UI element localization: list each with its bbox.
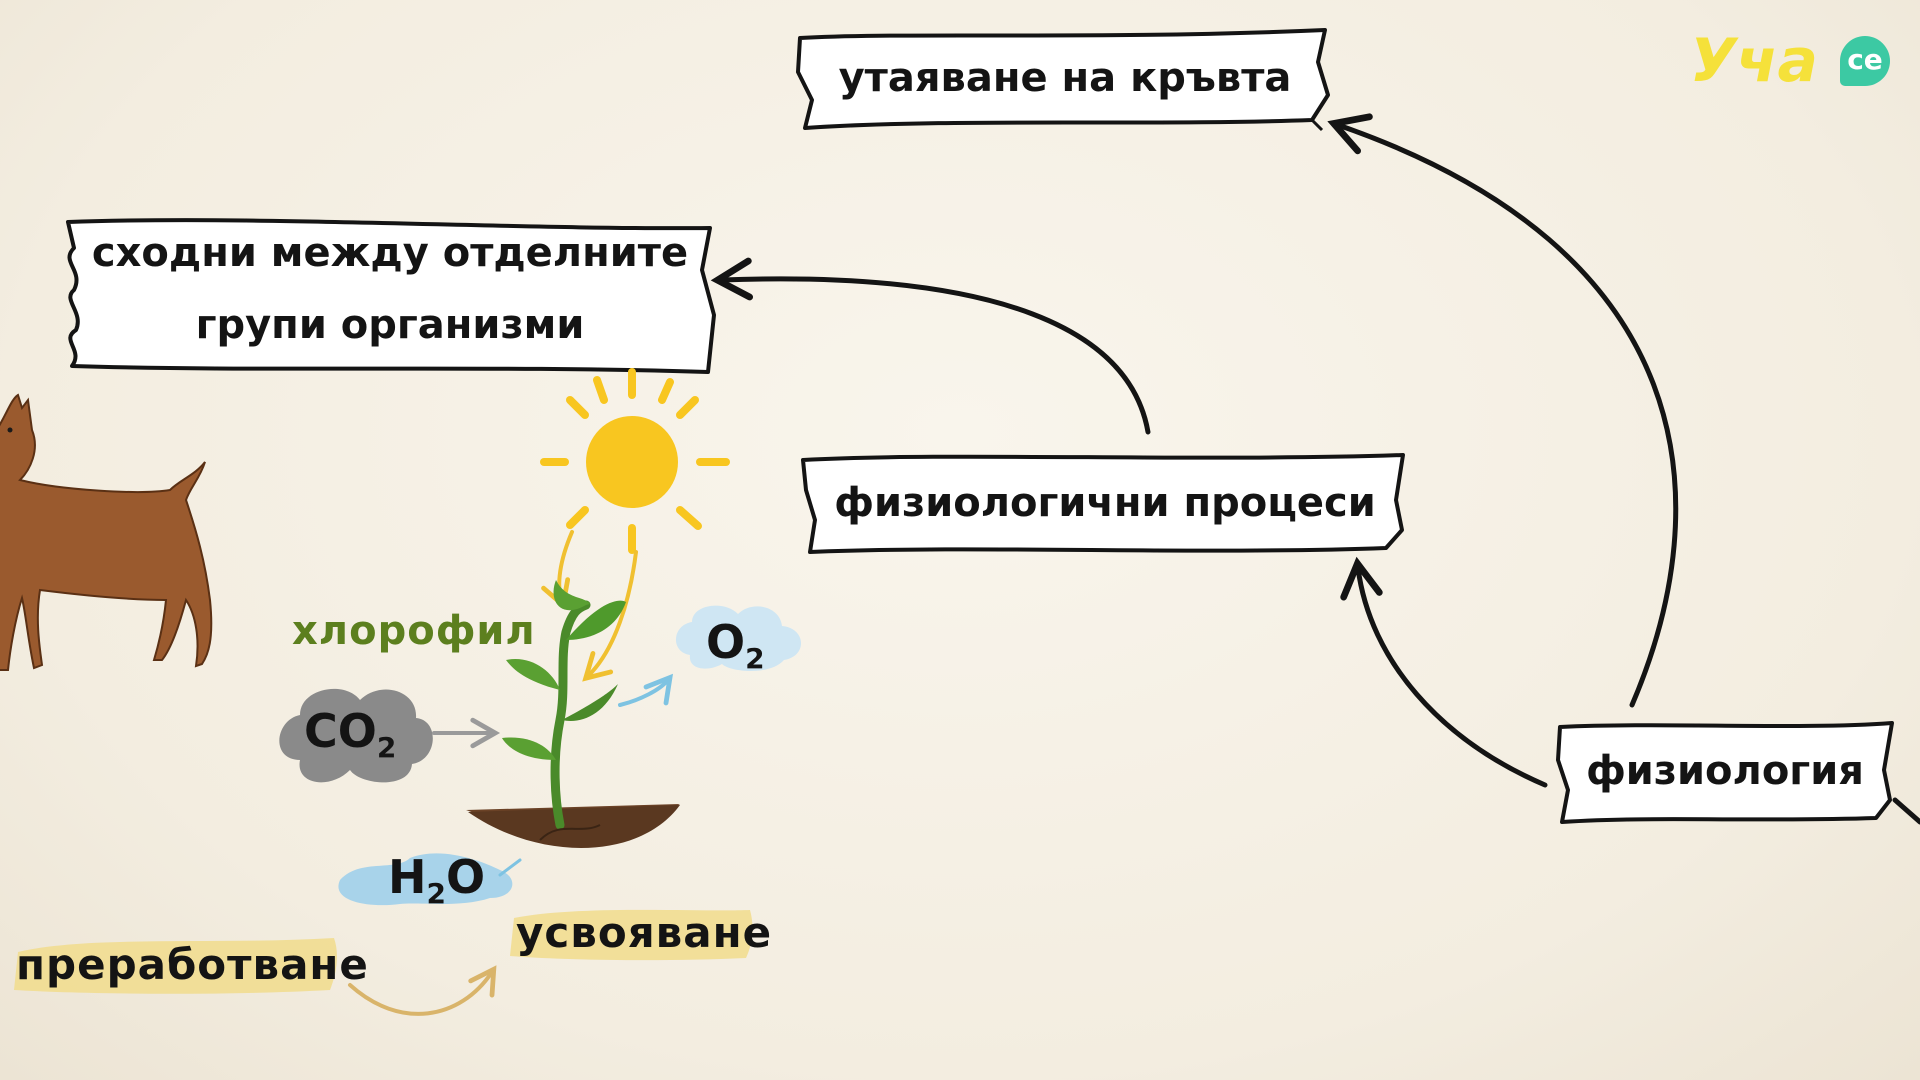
box-blood-text: утаяване на кръвта [838,55,1292,101]
sun-icon [540,368,730,554]
arrow-processes-to-similar [710,257,1151,435]
plant-icon [466,580,680,848]
o2-cloud-icon [675,605,802,671]
box-processes-text: физиологични процеси [834,480,1376,526]
dog-icon [0,393,213,671]
h2o-puddle-icon [338,853,513,906]
chlorophyll-label: хлорофил [292,608,536,654]
co2-label: CO2 [304,704,397,765]
h2o-arrow [498,858,522,877]
processing-arrow [348,965,497,1016]
logo-badge: се [1840,36,1890,86]
logo-text: Уча [1690,26,1818,96]
box-similar [66,218,716,374]
highlight-assimilation [510,909,753,961]
processing-label: преработване [16,940,369,989]
box-processes [801,453,1405,554]
assimilation-label: усвояване [516,908,773,957]
box-physiology [1556,721,1894,824]
o2-label: O2 [706,615,765,676]
arrow-offscreen-right [1892,797,1920,825]
arrow-physiology-to-blood [1327,113,1679,708]
box-physiology-text: физиология [1586,748,1864,794]
box-blood [796,28,1330,132]
arrow-physiology-to-processes [1340,556,1548,788]
box-similar-text-line1: сходни между отделните [91,230,689,276]
sunlight-arrow-right [582,550,638,682]
logo[interactable]: Уча се [1690,26,1900,106]
o2-arrow [618,673,674,707]
h2o-label: H2O [388,850,486,911]
co2-cloud-icon [279,688,433,783]
box-similar-text-line2: групи организми [195,302,585,348]
highlight-processing [14,938,337,994]
